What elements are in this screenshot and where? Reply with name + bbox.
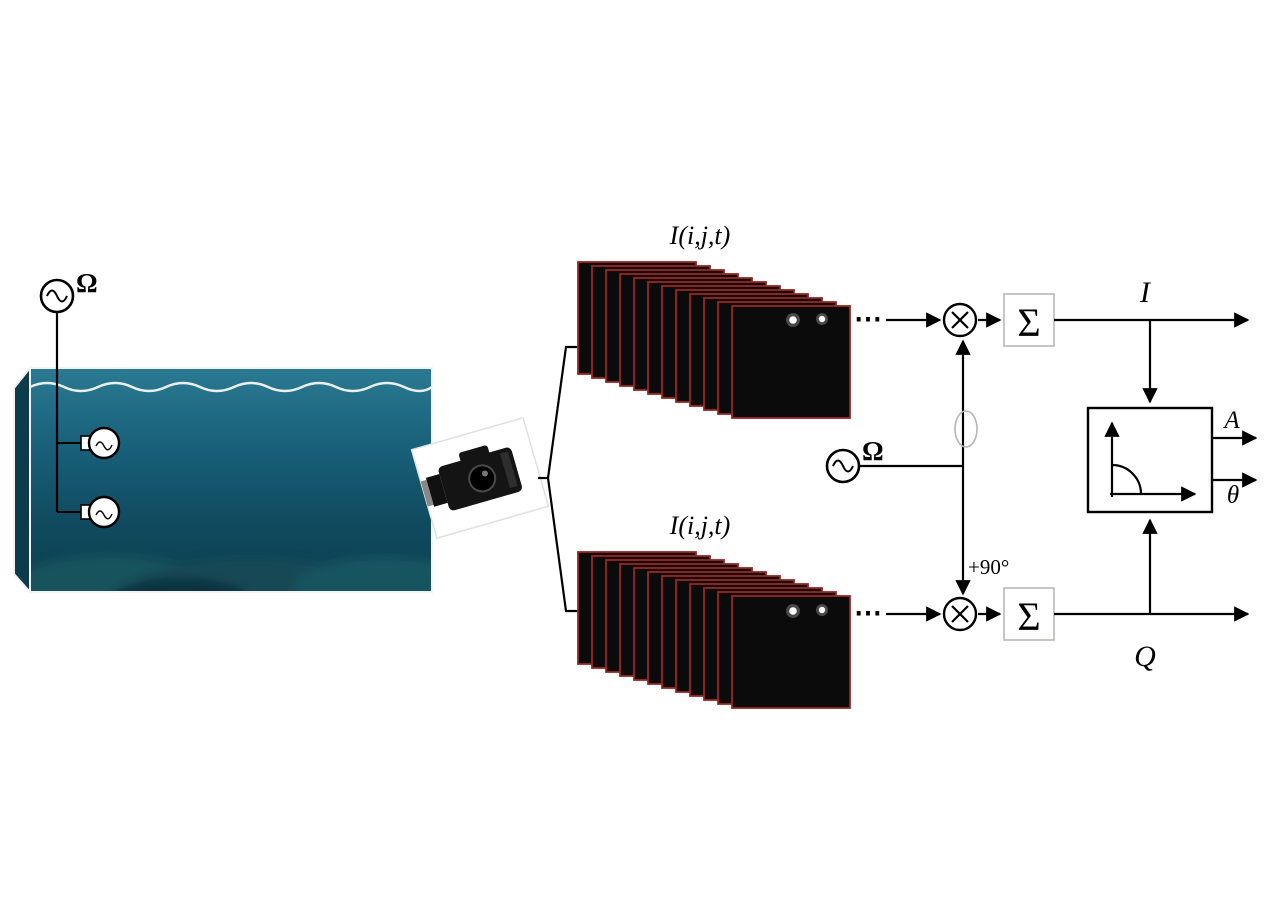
rect-to-polar-box (1086, 406, 1214, 514)
bulb-icon (80, 495, 121, 529)
crossover-ellipse (954, 410, 978, 448)
phase-shift-label: +90° (968, 555, 1009, 579)
water-surface-wave (29, 381, 433, 393)
oscillator-lo-icon (825, 448, 861, 484)
light-spots-top (786, 313, 828, 327)
frame-stack-bottom (577, 551, 851, 709)
amplitude-label: A (1222, 407, 1240, 434)
sum-box-top: Σ (1003, 293, 1055, 347)
frame-stack-top (577, 261, 851, 419)
bulb-icon (80, 426, 121, 460)
phase-arc-icon (1111, 463, 1143, 495)
sum-box-bottom: Σ (1003, 587, 1055, 641)
image-frame (731, 305, 851, 419)
sine-wave-icon (46, 289, 68, 303)
ellipsis-top: ⋯ (854, 304, 882, 335)
stack-top-label: I(i,j,t) (669, 221, 731, 250)
quadrature-label: Q (1134, 640, 1156, 673)
filament-icon (95, 441, 113, 451)
ellipsis-bottom: ⋯ (854, 598, 882, 629)
camera-icon (410, 416, 550, 540)
filament-icon (95, 510, 113, 520)
sigma-symbol: Σ (1017, 300, 1040, 345)
light-spots-bottom (786, 604, 828, 618)
sine-wave-icon (832, 459, 854, 473)
stack-bottom-label: I(i,j,t) (669, 511, 731, 540)
omega-lo-label: Ω (862, 436, 884, 466)
phase-label: θ (1227, 482, 1239, 509)
sigma-symbol: Σ (1017, 594, 1040, 639)
oscillator-source-icon (39, 278, 75, 314)
water-tank (13, 365, 433, 595)
tank-water (30, 368, 432, 592)
sea-floor (30, 555, 432, 592)
multiplier-icon (942, 596, 978, 632)
image-frame (731, 595, 851, 709)
omega-source-label: Ω (76, 268, 98, 298)
multiplier-icon (942, 302, 978, 338)
tank-left-face (13, 365, 31, 595)
in-phase-label: I (1139, 276, 1152, 309)
